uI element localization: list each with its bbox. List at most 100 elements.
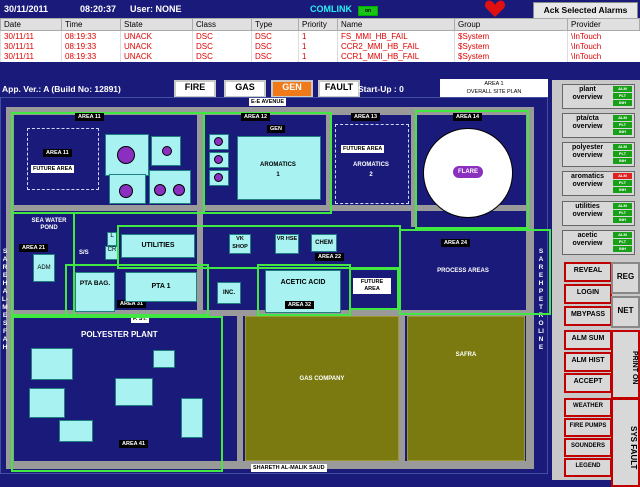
tank-icon [214,155,223,164]
startup-counter: Start-Up : 0 [358,84,404,94]
area-31-label: AREA 31 [117,300,147,308]
alm-sum-button[interactable]: ALM SUM [564,330,612,350]
aromatics-overview-button[interactable]: aromatics overview ALM PLT INH [562,171,635,196]
tab-fire[interactable]: FIRE [174,80,216,98]
area-41-boundary[interactable] [11,316,223,472]
reveal-button[interactable]: REVEAL [564,262,612,282]
ack-selected-alarms-button[interactable]: Ack Selected Alarms [533,2,638,19]
app-version-label: App. Ver.: A (Build No: 12891) [2,84,121,94]
polyester-overview-button[interactable]: polyester overview ALM PLT INH [562,142,635,167]
col-type-header[interactable]: Type [251,18,299,31]
mbypass-button[interactable]: MBYPASS [564,306,612,326]
alm-led: ALM [613,115,632,121]
alarm-cell: 1 [298,41,338,52]
chem-building[interactable]: CHEM [311,234,337,252]
alarm-row[interactable]: 30/11/11 08:19:33 UNACK DSC DSC 1 FS_MMI… [0,30,640,42]
col-provider-header[interactable]: Provider [567,18,640,31]
col-state-header[interactable]: State [120,18,193,31]
gas-company-zone[interactable] [245,316,399,461]
inh-led: INH [613,158,632,164]
future-area-11-label: FUTURE AREA [31,165,75,173]
tank-icon [214,137,223,146]
road-label-f-st: F. ST. [131,315,149,323]
col-name-header[interactable]: Name [337,18,455,31]
alarm-table: Date Time State Class Type Priority Name… [0,18,640,62]
sys-fault-button[interactable]: SYS FAULT [611,398,640,487]
area-14-label: AREA 14 [453,113,483,121]
print-on-button[interactable]: PRINT ON [611,330,640,399]
utilities-building[interactable]: UTILITIES [121,234,195,258]
plant-overview-button[interactable]: plant overview ALM PLT INH [562,84,635,109]
alm-hist-button[interactable]: ALM HIST [564,352,612,372]
polyester-unit-c[interactable] [115,378,153,406]
pta-bag-building[interactable]: PTA BAG. [75,272,115,312]
future-area-32-boundary[interactable] [349,268,399,310]
acetic-overview-button[interactable]: acetic overview ALM PLT INH [562,230,635,255]
pta-1-building[interactable]: PTA 1 [125,272,197,302]
plt-led: PLT [613,180,632,186]
net-button[interactable]: NET [611,296,640,328]
polyester-unit-d[interactable] [153,350,175,368]
tab-gen[interactable]: GEN [271,80,313,98]
alarm-cell: UNACK [120,30,193,42]
sounders-button[interactable]: SOUNDERS [564,438,612,457]
alarm-row[interactable]: 30/11/11 08:19:33 UNACK DSC DSC 1 CCR2_M… [0,41,640,52]
tab-fault[interactable]: FAULT [318,80,360,98]
polyester-plant-label: POLYESTER PLANT [81,330,158,339]
road-east [526,107,534,469]
alm-led: ALM [613,144,632,150]
safra-zone[interactable] [407,316,525,461]
safra-label: SAFRA [455,352,477,358]
alarm-cell: UNACK [120,51,193,62]
area-21-label: AREA 21 [19,244,49,252]
alarm-row[interactable]: 30/11/11 08:19:33 UNACK DSC DSC 1 CCR1_M… [0,51,640,62]
col-group-header[interactable]: Group [454,18,568,31]
l-building[interactable]: L [107,232,117,246]
area1-subtitle: OVERALL SITE PLAN [466,89,522,95]
plt-led: PLT [613,122,632,128]
pta-cta-overview-button[interactable]: pta/cta overview ALM PLT INH [562,113,635,138]
alarm-cell: DSC [192,51,252,62]
inh-led: INH [613,246,632,252]
tank-icon [214,173,223,182]
vk-shop-building[interactable]: VK SHOP [229,234,251,254]
comlink-label: COMLINK [310,4,352,14]
area-11-unit-a[interactable] [105,134,149,176]
polyester-unit-b[interactable] [29,388,65,418]
vr-hse-building[interactable]: VR HSE [275,234,299,254]
alarm-cell: FS_MMI_HB_FAIL [337,30,455,42]
tab-gas[interactable]: GAS [224,80,266,98]
legend-button[interactable]: LEGEND [564,458,612,477]
polyester-unit-f[interactable] [181,398,203,438]
col-class-header[interactable]: Class [192,18,252,31]
road-vertical-2 [326,107,332,207]
acetic-acid-building[interactable]: ACETIC ACID [265,270,341,313]
col-time-header[interactable]: Time [61,18,121,31]
accept-button[interactable]: ACCEPT [564,373,612,393]
login-button[interactable]: LOGIN [564,284,612,304]
inh-led: INH [613,129,632,135]
weather-button[interactable]: WEATHER [564,398,612,417]
col-priority-header[interactable]: Priority [298,18,338,31]
area-14-boundary[interactable] [415,110,529,229]
reg-button[interactable]: REG [611,262,640,294]
inc-building[interactable]: INC. [217,282,241,304]
fire-pumps-button[interactable]: FIRE PUMPS [564,418,612,437]
polyester-unit-e[interactable] [59,420,93,442]
comlink-led-indicator: on [358,6,378,16]
aromatics-1-number: 1 [276,172,280,178]
area-13-label: AREA 13 [351,113,381,121]
aromatics-1-building[interactable] [237,136,321,200]
area-24-boundary[interactable] [399,229,551,315]
polyester-unit-a[interactable] [31,348,73,380]
area-11-label: AREA 11 [75,113,104,121]
date-display: 30/11/2011 [4,4,49,14]
area-31-boundary[interactable] [65,264,209,316]
alarm-cell: 08:19:33 [61,41,121,52]
alm-led: ALM [613,203,632,209]
alarm-cell: 30/11/11 [0,30,62,42]
adm-building[interactable]: ADM [33,254,55,282]
col-date-header[interactable]: Date [0,18,62,31]
gen-building-label: GEN [267,125,285,133]
utilities-overview-button[interactable]: utilities overview ALM PLT INH [562,201,635,226]
